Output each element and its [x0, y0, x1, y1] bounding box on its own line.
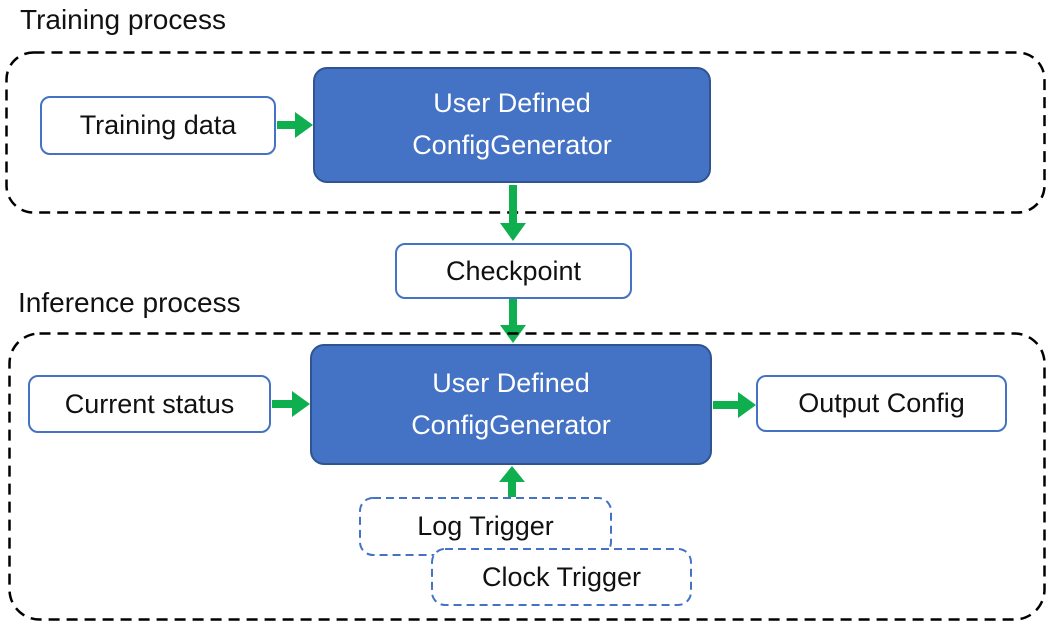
inference-process-label: Inference process [18, 287, 241, 318]
arrow-training-data-to-generator [277, 112, 313, 138]
arrow-head [500, 325, 526, 343]
log-trigger-label: Log Trigger [417, 511, 554, 541]
training-process-label: Training process [20, 4, 226, 35]
training-generator-line1: User Defined [433, 88, 591, 119]
arrow-shaft [713, 401, 740, 409]
checkpoint-box: Checkpoint [395, 243, 632, 299]
arrow-head [292, 391, 310, 417]
inference-generator-line1: User Defined [432, 367, 590, 398]
arrow-shaft [509, 185, 517, 225]
output-config-label: Output Config [798, 388, 965, 418]
arrow-shaft [508, 480, 516, 497]
arrow-current-status-to-generator [272, 391, 310, 417]
checkpoint-label: Checkpoint [445, 255, 582, 286]
training-generator-line2: ConfigGenerator [412, 130, 612, 160]
inference-generator-box: User Defined ConfigGenerator [310, 344, 712, 465]
inference-generator-line2: ConfigGenerator [411, 409, 611, 440]
clock-trigger-border [431, 548, 692, 606]
arrow-triggers-to-generator [499, 466, 525, 497]
arrow-head [500, 223, 526, 241]
current-status-label: Current status [64, 388, 235, 419]
arrow-shaft [272, 400, 294, 408]
arrow-head [738, 392, 756, 418]
training-data-box: Training data [40, 96, 276, 155]
arrow-generator-to-checkpoint [500, 185, 526, 241]
clock-trigger-label: Clock Trigger [481, 561, 642, 592]
output-config-box: Output Config [756, 375, 1007, 432]
arrow-generator-to-output-config [713, 392, 756, 418]
arrow-head [295, 112, 313, 138]
training-generator-box: User Defined ConfigGenerator [313, 67, 711, 183]
clock-trigger-box: Clock Trigger [431, 548, 692, 606]
arrow-head [499, 466, 525, 482]
current-status-box: Current status [28, 375, 271, 433]
arrow-checkpoint-to-inference-generator [500, 299, 526, 343]
training-data-label: Training data [79, 110, 237, 140]
arrow-shaft [509, 299, 517, 327]
arrow-shaft [277, 121, 297, 129]
